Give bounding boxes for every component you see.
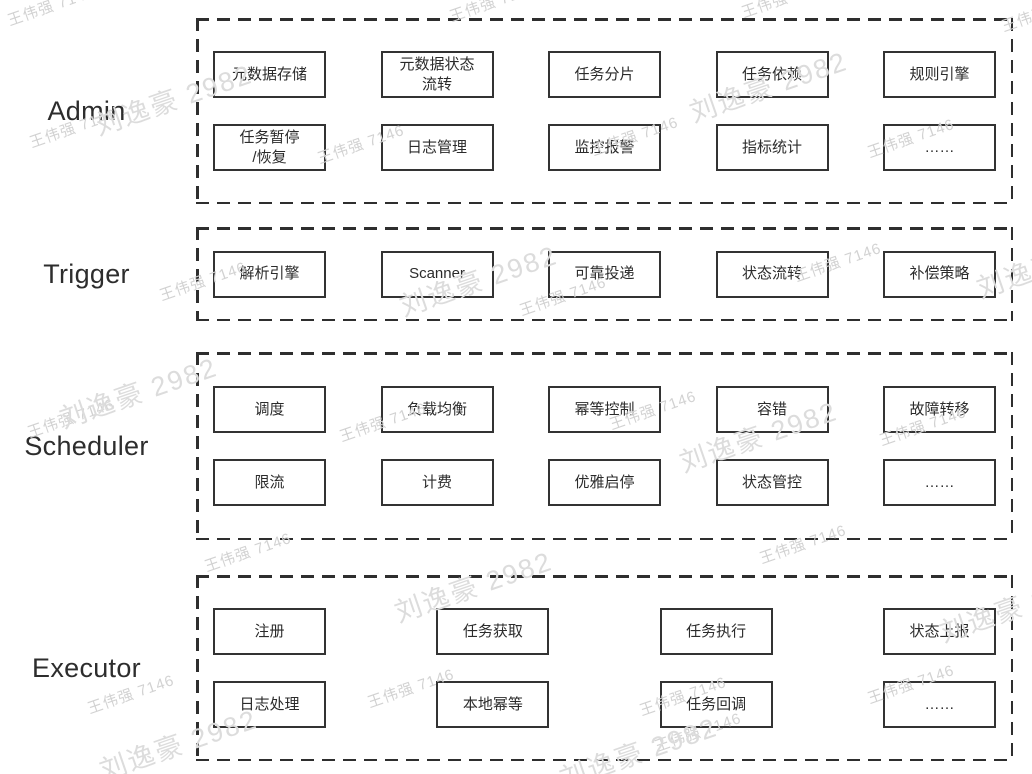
feature-row: 注册 任务获取 任务执行 状态上报 xyxy=(213,608,996,655)
feature-box: 故障转移 xyxy=(883,386,996,433)
dashed-border-right xyxy=(1010,18,1013,204)
section-frame-admin: 元数据存储 元数据状态 流转 任务分片 任务依赖 规则引擎任务暂停 /恢复 日志管理 监控报… xyxy=(196,18,1013,204)
feature-box: 补偿策略 xyxy=(883,250,996,298)
feature-box: 任务获取 xyxy=(436,608,550,655)
dashed-border-top xyxy=(196,352,1013,355)
feature-box: 任务暂停 /恢复 xyxy=(213,124,326,171)
feature-row: 元数据存储 元数据状态 流转 任务分片 任务依赖 规则引擎 xyxy=(213,51,996,98)
dashed-border-bottom xyxy=(196,318,1013,321)
feature-row: 限流 计费 优雅启停 状态管控 …… xyxy=(213,459,996,506)
feature-box: 调度 xyxy=(213,386,326,433)
dashed-border-right xyxy=(1010,352,1013,540)
section-label-scheduler: Scheduler xyxy=(24,430,149,461)
dashed-border-top xyxy=(196,575,1013,578)
feature-box: 状态流转 xyxy=(715,250,829,298)
section-trigger: Trigger 解析引擎 Scanner 可靠投递 状态流转 补偿策略 xyxy=(0,227,1032,321)
dashed-border-top xyxy=(196,18,1013,21)
feature-box: 可靠投递 xyxy=(548,250,661,298)
feature-box: 元数据状态 流转 xyxy=(380,51,494,98)
feature-box: 优雅启停 xyxy=(548,459,661,506)
section-label-trigger: Trigger xyxy=(43,258,130,289)
feature-box: Scanner xyxy=(380,250,494,298)
feature-box: 注册 xyxy=(213,608,326,655)
feature-box: 计费 xyxy=(380,459,494,506)
feature-box: 日志处理 xyxy=(213,681,326,728)
feature-box: 状态上报 xyxy=(882,608,996,655)
feature-box: 容错 xyxy=(715,386,829,433)
feature-box: 任务执行 xyxy=(659,608,773,655)
section-scheduler: Scheduler 调度 负载均衡 幂等控制 容错 故障转移限流 计费 优雅启停 状态管控 …… xyxy=(0,352,1032,540)
feature-box: 任务回调 xyxy=(659,681,773,728)
feature-box: 本地幂等 xyxy=(436,681,550,728)
section-frame-executor: 注册 任务获取 任务执行 状态上报日志处理 本地幂等 任务回调 …… xyxy=(196,575,1013,761)
feature-box: 负载均衡 xyxy=(380,386,494,433)
feature-box: 指标统计 xyxy=(715,124,829,171)
dashed-border-bottom xyxy=(196,758,1013,761)
dashed-border-left xyxy=(196,352,199,540)
feature-row: 解析引擎 Scanner 可靠投递 状态流转 补偿策略 xyxy=(213,250,996,298)
feature-box: 幂等控制 xyxy=(548,386,661,433)
section-executor: Executor 注册 任务获取 任务执行 状态上报日志处理 本地幂等 任务回调 …… xyxy=(0,575,1032,761)
dashed-border-left xyxy=(196,575,199,761)
dashed-border-left xyxy=(196,227,199,321)
feature-box: 日志管理 xyxy=(380,124,494,171)
feature-box: 限流 xyxy=(213,459,326,506)
section-admin: Admin 元数据存储 元数据状态 流转 任务分片 任务依赖 规则引擎任务暂停 /恢复 日志… xyxy=(0,18,1032,204)
feature-box: 监控报警 xyxy=(548,124,661,171)
feature-box: …… xyxy=(883,459,996,506)
dashed-border-bottom xyxy=(196,537,1013,540)
feature-box: 解析引擎 xyxy=(213,250,326,298)
section-frame-trigger: 解析引擎 Scanner 可靠投递 状态流转 补偿策略 xyxy=(196,227,1013,321)
dashed-border-right xyxy=(1010,227,1013,321)
feature-box: 任务分片 xyxy=(548,51,661,98)
dashed-border-right xyxy=(1010,575,1013,761)
dashed-border-bottom xyxy=(196,201,1013,204)
feature-box: 状态管控 xyxy=(715,459,829,506)
section-frame-scheduler: 调度 负载均衡 幂等控制 容错 故障转移限流 计费 优雅启停 状态管控 …… xyxy=(196,352,1013,540)
feature-row: 任务暂停 /恢复 日志管理 监控报警 指标统计 …… xyxy=(213,124,996,171)
feature-box: 任务依赖 xyxy=(715,51,829,98)
feature-box: 规则引擎 xyxy=(883,51,996,98)
dashed-border-left xyxy=(196,18,199,204)
dashed-border-top xyxy=(196,227,1013,230)
feature-box: …… xyxy=(883,124,996,171)
section-label-executor: Executor xyxy=(32,652,141,683)
section-label-admin: Admin xyxy=(47,95,126,126)
feature-row: 日志处理 本地幂等 任务回调 …… xyxy=(213,681,996,728)
feature-row: 调度 负载均衡 幂等控制 容错 故障转移 xyxy=(213,386,996,433)
feature-box: 元数据存储 xyxy=(213,51,326,98)
feature-box: …… xyxy=(882,681,996,728)
